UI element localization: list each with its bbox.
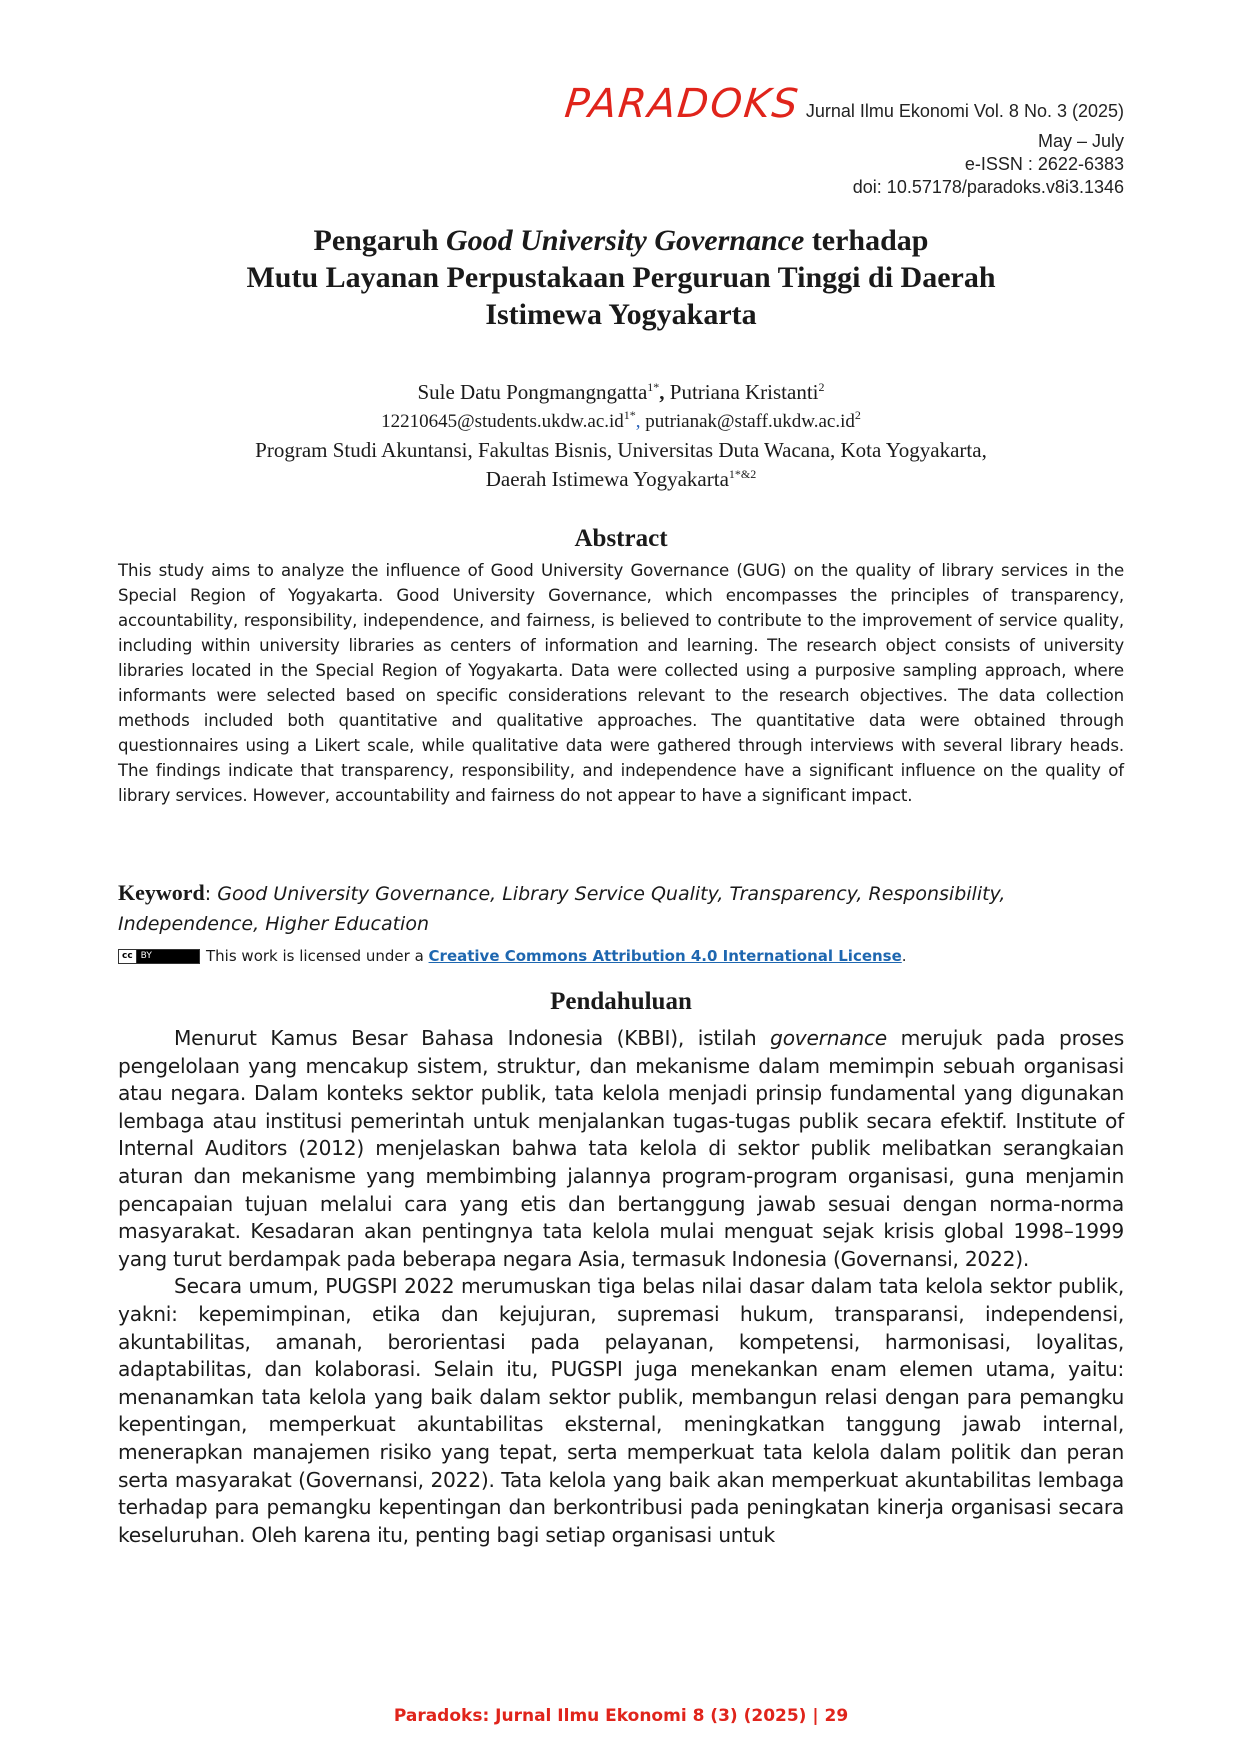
cc-badge-right: BY — [136, 949, 199, 963]
license-text: This work is licensed under a Creative C… — [206, 946, 907, 966]
email-1-sup: 1* — [623, 408, 636, 422]
email-separator: , — [635, 411, 646, 432]
intro-p1-pre: Menurut Kamus Besar Bahasa Indonesia (KB… — [174, 1026, 771, 1050]
license-link[interactable]: Creative Commons Attribution 4.0 Interna… — [428, 947, 902, 965]
journal-period: May – July — [1037, 131, 1124, 151]
journal-header: PARADOKS Jurnal Ilmu Ekonomi Vol. 8 No. … — [562, 81, 1124, 199]
keyword-block: Keyword: Good University Governance, Lib… — [118, 878, 1124, 939]
journal-volume: Jurnal Ilmu Ekonomi Vol. 8 No. 3 (2025) — [805, 101, 1124, 121]
title-italic: Good University Governance — [446, 224, 805, 257]
intro-p1-post: merujuk pada proses pengelolaan yang men… — [118, 1026, 1124, 1271]
journal-meta: May – July e-ISSN : 2622-6383 doi: 10.57… — [565, 130, 1124, 199]
author-2-sup: 2 — [818, 380, 825, 394]
license-suffix: . — [901, 947, 907, 965]
affiliation-line-2: Daerah Istimewa Yogyakarta1*&2 — [118, 465, 1124, 494]
title-part-2: terhadap — [804, 224, 929, 257]
authors-block: Sule Datu Pongmangngatta1*, Putriana Kri… — [118, 378, 1124, 494]
article-doi: doi: 10.57178/paradoks.v8i3.1346 — [852, 177, 1124, 197]
affiliation-line-1: Program Studi Akuntansi, Fakultas Bisnis… — [255, 438, 987, 462]
page-footer: Paradoks: Jurnal Ilmu Ekonomi 8 (3) (202… — [393, 1706, 849, 1726]
email-2: putrianak@staff.ukdw.ac.id — [645, 411, 855, 432]
author-emails: 12210645@students.ukdw.ac.id1*, putriana… — [118, 407, 1124, 436]
keyword-list: Good University Governance, Library Serv… — [118, 883, 1006, 935]
email-2-sup: 2 — [854, 408, 861, 422]
email-1: 12210645@students.ukdw.ac.id — [381, 411, 624, 432]
introduction-heading: Pendahuluan — [550, 988, 692, 1015]
author-1-sup: 1* — [647, 380, 660, 394]
license-line: cc BY This work is licensed under a Crea… — [118, 946, 907, 966]
title-part-1: Pengaruh — [313, 224, 447, 257]
author-names: Sule Datu Pongmangngatta1*, Putriana Kri… — [118, 378, 1124, 407]
abstract-text: This study aims to analyze the influence… — [118, 561, 1124, 805]
affiliation-region: Daerah Istimewa Yogyakarta — [485, 467, 729, 491]
intro-p1-italic: governance — [770, 1026, 887, 1050]
journal-brand-logo: PARADOKS — [562, 81, 803, 127]
title-line-3: Istimewa Yogyakarta — [485, 298, 757, 331]
introduction-body: Menurut Kamus Besar Bahasa Indonesia (KB… — [118, 1025, 1124, 1549]
author-1: Sule Datu Pongmangngatta — [417, 380, 648, 404]
keyword-colon: : — [204, 883, 218, 905]
author-2: Putriana Kristanti — [669, 380, 819, 404]
journal-brand-line: PARADOKS Jurnal Ilmu Ekonomi Vol. 8 No. … — [562, 81, 1124, 127]
journal-issn: e-ISSN : 2622-6383 — [964, 154, 1124, 174]
keyword-label: Keyword — [118, 880, 205, 905]
intro-paragraph-1: Menurut Kamus Besar Bahasa Indonesia (KB… — [118, 1025, 1124, 1273]
abstract-heading: Abstract — [574, 525, 668, 552]
title-line-1: Pengaruh Good University Governance terh… — [118, 222, 1124, 259]
affiliation-sup: 1*&2 — [728, 467, 757, 481]
paper-title: Pengaruh Good University Governance terh… — [118, 222, 1124, 333]
cc-by-license-icon[interactable]: cc BY — [118, 948, 200, 964]
cc-badge-left: cc — [119, 949, 137, 963]
intro-paragraph-2: Secara umum, PUGSPI 2022 merumuskan tiga… — [118, 1274, 1124, 1547]
title-line-2: Mutu Layanan Perpustakaan Perguruan Ting… — [246, 261, 996, 294]
author-separator: , — [659, 380, 670, 404]
license-prefix: This work is licensed under a — [206, 947, 429, 965]
